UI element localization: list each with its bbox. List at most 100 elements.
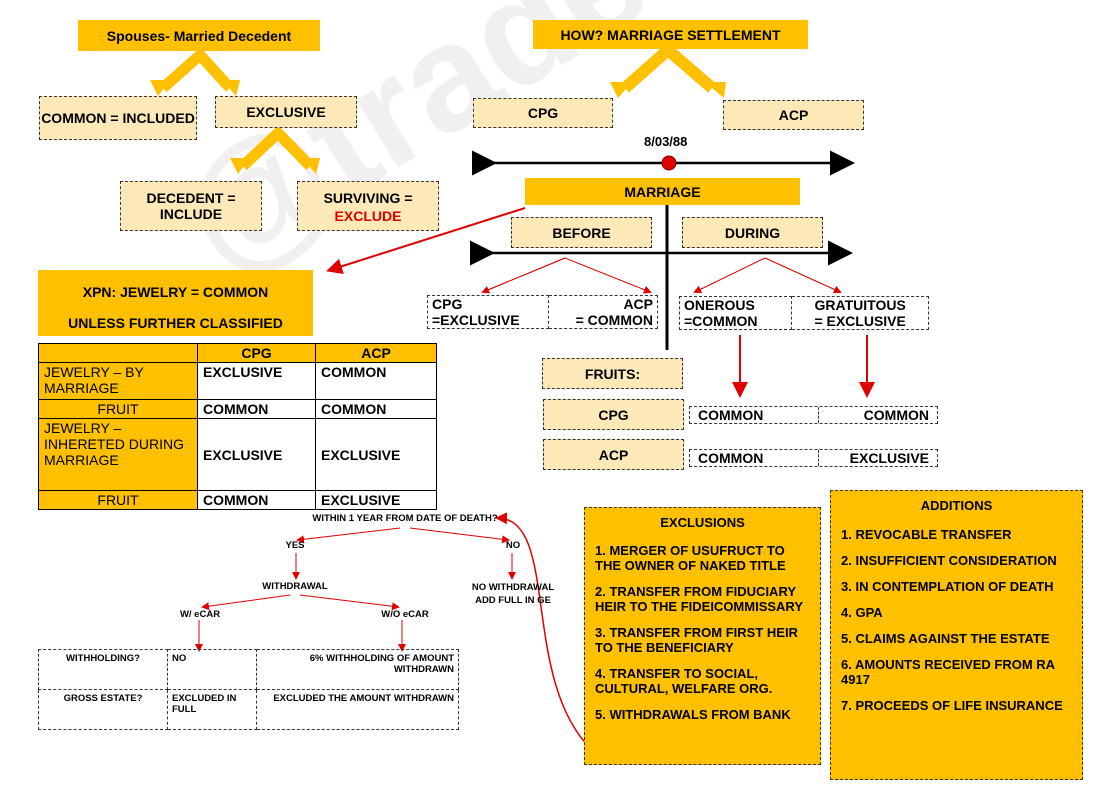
during-branch-arrow bbox=[764, 257, 842, 294]
jewelry-row-cpg: EXCLUSIVE bbox=[197, 418, 316, 491]
during-box: DURING bbox=[682, 217, 823, 248]
withdrawals-curved-arrow bbox=[495, 512, 593, 751]
jewelry-row-acp: EXCLUSIVE bbox=[315, 418, 437, 491]
before-box: BEFORE bbox=[511, 217, 652, 248]
gold-arrowhead bbox=[705, 82, 726, 98]
exclusion-item: 3. TRANSFER FROM FIRST HEIR TO THE BENEF… bbox=[595, 625, 798, 655]
fruits-acp-row: COMMON EXCLUSIVE bbox=[689, 449, 938, 467]
addition-item: 4. GPA bbox=[841, 605, 883, 620]
decedent-include-box: DECEDENT = INCLUDE bbox=[120, 181, 262, 231]
addition-item: 2. INSUFFICIENT CONSIDERATION bbox=[841, 553, 1057, 568]
gold-arrowhead bbox=[610, 82, 632, 98]
timeline-marker bbox=[661, 155, 677, 171]
onerous-label: ONEROUS bbox=[684, 297, 755, 313]
before-branch-arrow bbox=[482, 257, 652, 294]
exclusion-item: 4. TRANSFER TO SOCIAL, CULTURAL, WELFARE… bbox=[595, 666, 773, 696]
fruits-label: FRUITS: bbox=[542, 358, 683, 389]
during-table: ONEROUS =COMMON GRATUITOUS = EXCLUSIVE bbox=[678, 296, 929, 330]
yes-label: YES bbox=[285, 540, 305, 551]
jewelry-header-acp: ACP bbox=[315, 343, 437, 363]
exclusion-item: 2. TRANSFER FROM FIDUCIARY HEIR TO THE F… bbox=[595, 584, 804, 614]
withholding-without-ecar: 6% WITHHOLDING OF AMOUNT WITHDRAWN bbox=[256, 649, 459, 690]
gold-arrowhead bbox=[222, 80, 240, 96]
q-to-no-arrow bbox=[409, 527, 510, 544]
exclusion-item: 1. MERGER OF USUFRUCT TO THE OWNER OF NA… bbox=[595, 543, 786, 573]
withdrawal-label: WITHDRAWAL bbox=[262, 581, 328, 592]
exclude-label: EXCLUDE bbox=[334, 208, 402, 224]
before-acp-value: = COMMON bbox=[575, 312, 653, 328]
gold-split-arrow-how bbox=[621, 42, 716, 93]
fruits-acp-left: COMMON bbox=[690, 450, 819, 466]
addition-item: 5. CLAIMS AGAINST THE ESTATE bbox=[841, 631, 1050, 646]
no-withdrawal-line1: NO WITHDRAWAL bbox=[471, 582, 555, 593]
how-title: HOW? MARRIAGE SETTLEMENT bbox=[533, 20, 808, 49]
fruits-cpg-right: COMMON bbox=[863, 407, 929, 423]
fruits-acp-box: ACP bbox=[543, 439, 684, 470]
addition-item: 6. AMOUNTS RECEIVED FROM RA 4917 bbox=[841, 657, 1055, 687]
jewelry-row-cpg: COMMON bbox=[197, 399, 316, 419]
jewelry-row-cpg: COMMON bbox=[197, 490, 316, 510]
gratuitous-value: = EXCLUSIVE bbox=[814, 313, 906, 329]
jewelry-header-blank bbox=[38, 343, 198, 363]
jewelry-row-cpg: EXCLUSIVE bbox=[197, 362, 316, 400]
gold-arrowhead bbox=[230, 158, 250, 174]
xpn-box: XPN: JEWELRY = COMMON UNLESS FURTHER CLA… bbox=[38, 270, 313, 336]
gratuitous-label: GRATUITOUS bbox=[814, 297, 906, 313]
gold-arrowhead bbox=[302, 158, 320, 174]
fruits-cpg-left: COMMON bbox=[690, 407, 819, 423]
additions-list: 1. REVOCABLE TRANSFER 2. INSUFFICIENT CO… bbox=[841, 527, 1072, 713]
gross-estate-without-ecar: EXCLUDED THE AMOUNT WITHDRAWN bbox=[256, 689, 459, 730]
gold-arrowhead bbox=[150, 80, 170, 96]
exclusion-item: 5. WITHDRAWALS FROM BANK bbox=[595, 707, 791, 722]
addition-item: 7. PROCEEDS OF LIFE INSURANCE bbox=[841, 698, 1063, 713]
onerous-value: =COMMON bbox=[684, 313, 758, 329]
exclusive-box: EXCLUSIVE bbox=[215, 96, 357, 128]
marriage-to-xpn-arrow bbox=[326, 207, 526, 274]
xpn-line1: XPN: JEWELRY = COMMON bbox=[82, 284, 269, 300]
gross-estate-with-ecar: EXCLUDED IN FULL bbox=[167, 689, 257, 730]
jewelry-row-label: FRUIT bbox=[38, 490, 198, 510]
jewelry-header-cpg: CPG bbox=[197, 343, 316, 363]
date-label: 8/03/88 bbox=[644, 134, 688, 149]
gold-split-arrow-spouses bbox=[159, 47, 235, 93]
gold-split-arrow-exclusive bbox=[239, 125, 314, 171]
exclusions-title: EXCLUSIONS bbox=[660, 515, 745, 530]
surviving-exclude-box: SURVIVING = EXCLUDE bbox=[297, 181, 439, 231]
withholding-with-ecar: NO bbox=[167, 649, 257, 690]
cpg-box: CPG bbox=[473, 98, 613, 128]
jewelry-row-acp: COMMON bbox=[315, 399, 437, 419]
jewelry-row-label: JEWELRY – INHERETED DURING MARRIAGE bbox=[38, 418, 198, 491]
jewelry-row-label: FRUIT bbox=[38, 399, 198, 419]
before-table: CPG =EXCLUSIVE ACP = COMMON bbox=[426, 295, 658, 329]
acp-box: ACP bbox=[723, 100, 864, 130]
fruits-cpg-row: COMMON COMMON bbox=[689, 406, 938, 424]
no-withdrawal-box: NO WITHDRAWAL ADD FULL IN GE bbox=[458, 581, 568, 607]
marriage-bar: MARRIAGE bbox=[525, 178, 800, 205]
jewelry-table: CPG ACP JEWELRY – BY MARRIAGE EXCLUSIVE … bbox=[38, 343, 437, 510]
xpn-line2: UNLESS FURTHER CLASSIFIED bbox=[68, 315, 283, 331]
addition-item: 3. IN CONTEMPLATION OF DEATH bbox=[841, 579, 1054, 594]
withholding-label: WITHHOLDING? bbox=[38, 649, 168, 690]
within-1-year-question: WITHIN 1 YEAR FROM DATE OF DEATH? bbox=[312, 513, 498, 524]
jewelry-row-acp: EXCLUSIVE bbox=[315, 490, 437, 510]
additions-box: ADDITIONS 1. REVOCABLE TRANSFER 2. INSUF… bbox=[830, 490, 1083, 780]
common-included-box: COMMON = INCLUDED bbox=[39, 96, 197, 140]
no-withdrawal-line2: ADD FULL IN GE bbox=[475, 595, 551, 606]
before-branch-arrow-left bbox=[481, 257, 566, 294]
during-branch-arrow-left bbox=[693, 257, 766, 293]
before-acp-label: ACP bbox=[623, 296, 653, 312]
additions-title: ADDITIONS bbox=[920, 498, 993, 513]
jewelry-row-label: JEWELRY – BY MARRIAGE bbox=[38, 362, 198, 400]
fruits-cpg-box: CPG bbox=[543, 399, 684, 430]
gross-estate-label: GROSS ESTATE? bbox=[38, 689, 168, 730]
withdrawal-to-woecar-arrow bbox=[299, 594, 400, 611]
w-ecar-label: W/ eCAR bbox=[179, 609, 221, 620]
addition-item: 1. REVOCABLE TRANSFER bbox=[841, 527, 1012, 542]
withdrawal-table: WITHHOLDING? NO 6% WITHHOLDING OF AMOUNT… bbox=[38, 649, 459, 730]
before-cpg-label: CPG bbox=[432, 296, 463, 312]
wo-ecar-label: W/O eCAR bbox=[381, 609, 429, 620]
jewelry-row-acp: COMMON bbox=[315, 362, 437, 400]
fruits-acp-right: EXCLUSIVE bbox=[849, 450, 929, 466]
no-label: NO bbox=[505, 540, 521, 551]
